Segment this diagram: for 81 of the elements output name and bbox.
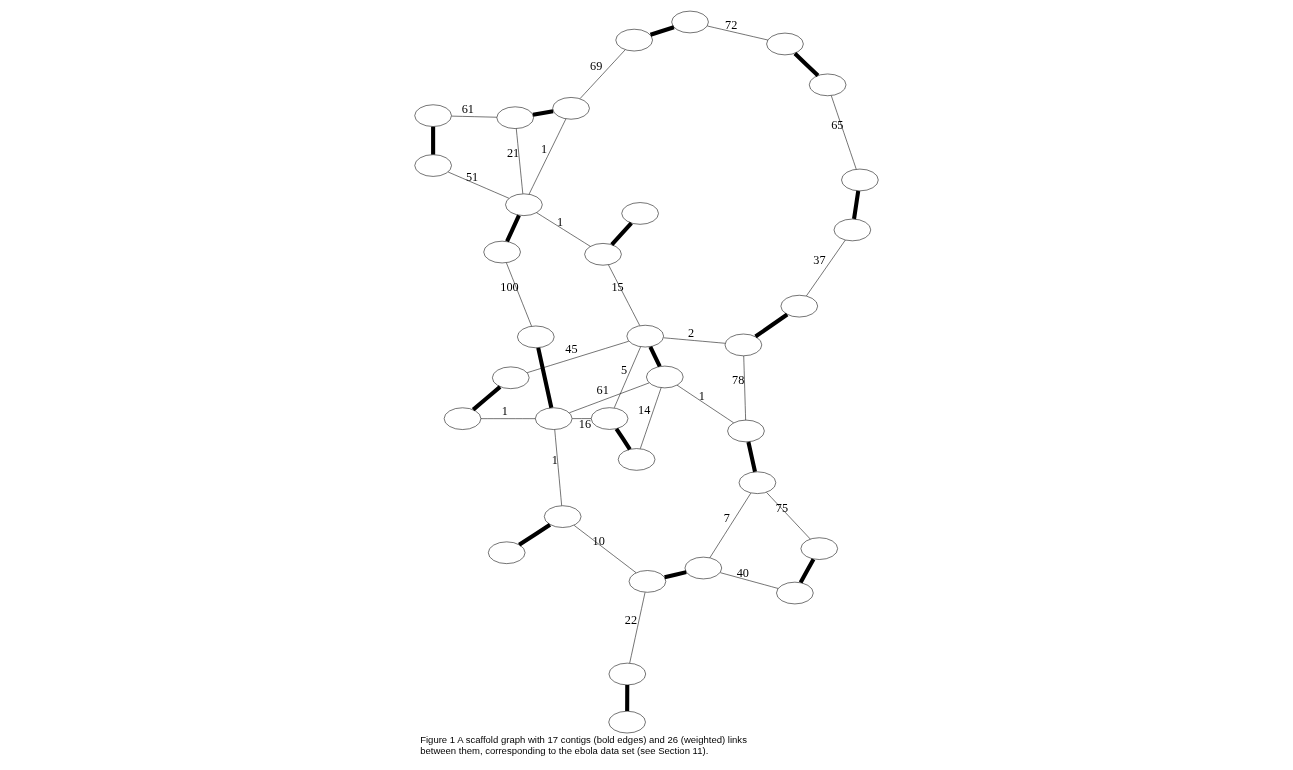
- edge-label: 69: [590, 59, 603, 74]
- connector: [798, 558, 816, 584]
- edge-label: 21: [506, 146, 520, 161]
- node-ellipse: [414, 104, 452, 127]
- node-ellipse: [617, 448, 656, 471]
- node-ellipse: [517, 325, 555, 349]
- connector: [532, 109, 554, 117]
- edge-label: 1: [551, 452, 558, 467]
- connector: [526, 340, 629, 373]
- connector: [793, 52, 820, 78]
- edge-label: 61: [461, 101, 474, 116]
- node-ellipse: [626, 325, 664, 348]
- node-ellipse: [505, 193, 543, 216]
- node-ellipse: [738, 471, 777, 494]
- connector: [664, 570, 687, 580]
- node-ellipse: [615, 28, 653, 52]
- edge-label: 65: [831, 117, 844, 132]
- node-ellipse: [608, 662, 646, 686]
- node-ellipse: [496, 106, 534, 129]
- connector: [610, 221, 633, 246]
- node-ellipse: [552, 97, 590, 120]
- connector: [471, 385, 502, 412]
- connector: [505, 214, 521, 243]
- node-ellipse: [684, 556, 722, 580]
- connector: [649, 25, 675, 37]
- edge-label: 14: [638, 403, 651, 418]
- node-ellipse: [776, 581, 814, 605]
- node-ellipse: [841, 168, 879, 192]
- node-ellipse: [724, 333, 763, 357]
- edge-label: 51: [465, 170, 479, 185]
- node-ellipse: [483, 240, 521, 264]
- node-ellipse: [628, 570, 667, 593]
- connector: [614, 427, 632, 451]
- node-ellipse: [584, 243, 622, 266]
- edge-label: 10: [592, 534, 605, 549]
- edge-label: 16: [578, 417, 592, 432]
- edge-label: 78: [732, 373, 745, 388]
- edge-label: 1: [541, 141, 548, 156]
- connector: [625, 684, 630, 711]
- connector: [569, 382, 650, 414]
- edge-label: 40: [736, 565, 749, 580]
- edge-label: 100: [500, 279, 519, 294]
- node-ellipse: [671, 10, 709, 34]
- node-ellipse: [590, 407, 629, 430]
- node-ellipse: [780, 295, 818, 318]
- edge-label: 22: [624, 612, 638, 627]
- edge-label: 5: [620, 362, 628, 377]
- node-ellipse: [800, 537, 838, 560]
- node-ellipse: [443, 407, 482, 430]
- connector: [754, 312, 789, 339]
- connector: [431, 126, 436, 155]
- node-ellipse: [833, 218, 872, 242]
- connector: [518, 523, 552, 547]
- edge-label: 37: [813, 253, 826, 268]
- connector: [648, 345, 662, 368]
- edge-label: 1: [501, 403, 508, 418]
- edge-label: 45: [565, 342, 578, 357]
- node-ellipse: [646, 365, 684, 389]
- node-ellipse: [808, 73, 847, 97]
- node-ellipse: [488, 541, 526, 564]
- edge-label: 7: [723, 510, 730, 525]
- caption: Figure 1 A scaffold graph with 17 contigs (bold edges) and 26 (weighted) links between them, corresponding to the ebola data set (see Section 11).: [420, 734, 747, 756]
- connector: [614, 346, 641, 409]
- node-ellipse: [727, 419, 765, 443]
- edge-label: 15: [611, 280, 624, 295]
- node-ellipse: [544, 505, 582, 528]
- node-ellipse: [766, 32, 804, 56]
- edge-label: 72: [725, 18, 738, 33]
- connector: [746, 441, 757, 473]
- connector: [852, 190, 861, 220]
- edge-label: 1: [556, 214, 564, 229]
- node-ellipse: [608, 710, 646, 734]
- edge-label: 75: [775, 500, 789, 515]
- edge-label: 61: [596, 383, 609, 398]
- edge-label: 1: [698, 389, 705, 404]
- node-ellipse: [414, 154, 452, 177]
- node-ellipse: [621, 202, 659, 225]
- connector: [536, 347, 554, 409]
- node-ellipse: [535, 407, 573, 430]
- edge-label: 2: [687, 325, 695, 340]
- node-ellipse: [492, 366, 530, 389]
